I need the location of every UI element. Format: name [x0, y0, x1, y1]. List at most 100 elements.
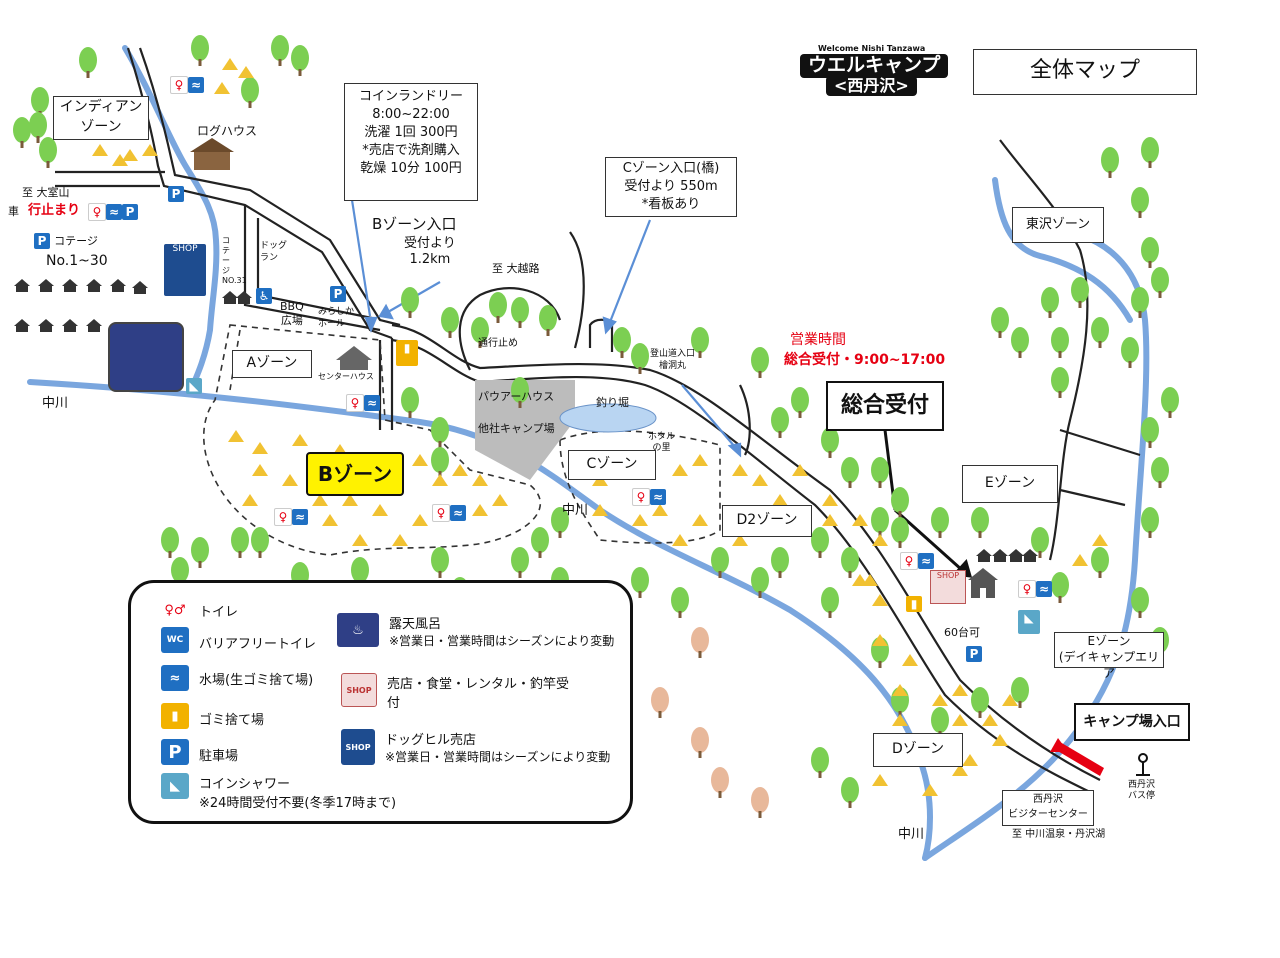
toilet-icon: ♀♂: [161, 597, 189, 623]
facility-barrier-free: ♿: [256, 288, 272, 305]
legend-shower: ◣ コインシャワー ※24時間受付不要(冬季17時まで): [161, 773, 396, 811]
tent-icon: [432, 474, 448, 486]
tent-icon: [112, 154, 128, 166]
cottage-icon: [976, 549, 992, 562]
parking-icon: P: [34, 233, 50, 249]
tent-icon: [652, 504, 668, 516]
tree-icon: [29, 112, 47, 143]
tent-icon: [952, 764, 968, 776]
tent-icon: [252, 464, 268, 476]
tree-icon: [13, 117, 31, 148]
water-icon: ≈: [188, 77, 204, 93]
tent-icon: [492, 494, 508, 506]
zone-e-day: Eゾーン (デイキャンプエリア: [1054, 632, 1164, 680]
center-house-label: センターハウス: [318, 372, 374, 381]
barrier-free-icon: ♿: [256, 288, 272, 304]
legend-parking: P 駐車場: [161, 739, 238, 765]
legend-dog-shop-text-group: ドッグヒル売店 ※営業日・営業時間はシーズンにより変動: [385, 729, 610, 765]
dog-run-label: ドッグ ラン: [260, 241, 288, 263]
toilet-icon: ♀: [432, 504, 450, 522]
legend-shop-text: 売店・食堂・レンタル・釣竿受 付: [387, 677, 570, 711]
tree-icon: [771, 407, 789, 438]
tree-icon: [631, 567, 649, 598]
facility-toilet-4: ♀≈: [274, 508, 308, 526]
tent-icon: [472, 474, 488, 486]
map-title: 全体マップ: [973, 49, 1197, 95]
tent-icon: [214, 82, 230, 94]
other-camp-area: [475, 380, 575, 480]
tent-icon: [862, 574, 878, 586]
tree-icon: [711, 547, 729, 578]
tent-icon: [732, 534, 748, 546]
cottage-icon: [132, 281, 148, 294]
center-house-icon: [336, 346, 372, 370]
nakagawa-label-1: 中川: [42, 396, 69, 411]
cottages: [14, 279, 1038, 562]
map-legend: ♀♂ トイレ WC バリアフリートイレ ≈ 水場(生ゴミ捨て場) ▮ ゴミ捨て場…: [128, 580, 633, 824]
tree-icon: [691, 627, 709, 658]
tree-icon: [871, 507, 889, 538]
tree-icon: [471, 317, 489, 348]
tent-icon: [672, 464, 688, 476]
toilet-icon: ♀: [88, 203, 106, 221]
tree-icon: [991, 307, 1009, 338]
cottage-icon: [992, 549, 1008, 562]
tree-icon: [251, 527, 269, 558]
legend-barrier-free: WC バリアフリートイレ: [161, 627, 316, 653]
tent-icon: [892, 684, 908, 696]
tree-icon: [1101, 147, 1119, 178]
tree-icon: [1141, 137, 1159, 168]
facility-parking-2: P: [330, 286, 346, 303]
tent-icon: [852, 514, 868, 526]
logo-small-text: Welcome Nishi Tanzawa: [818, 44, 926, 53]
legend-trash: ▮ ゴミ捨て場: [161, 703, 264, 729]
cottage-icon: [14, 319, 30, 332]
toilet-icon: ♀: [346, 394, 364, 412]
tent-icon: [982, 714, 998, 726]
tent-icon: [452, 464, 468, 476]
logo-sub: <西丹沢>: [826, 76, 917, 96]
shower-icon: ◣: [161, 773, 189, 799]
facility-toilet-5: ♀≈: [432, 504, 466, 522]
tent-icon: [822, 514, 838, 526]
tent-icon: [692, 454, 708, 466]
tree-icon: [39, 137, 57, 168]
tent-icon: [752, 474, 768, 486]
laundry-callout: コインランドリー 8:00~22:00 洗濯 1回 300円 *売店で洗剤購入 …: [344, 83, 478, 201]
tree-icon: [1131, 287, 1149, 318]
facility-toilet-1: ♀≈: [170, 76, 204, 94]
log-house-icon: [190, 138, 234, 170]
tent-icon: [312, 494, 328, 506]
legend-water: ≈ 水場(生ゴミ捨て場): [161, 665, 313, 691]
car-label: 車: [8, 205, 19, 218]
tent-icon: [228, 430, 244, 442]
facility-shower-2: ◣: [1018, 610, 1040, 634]
tree-icon: [691, 727, 709, 758]
legend-bath: ♨ 露天風呂 ※営業日・営業時間はシーズンにより変動: [337, 613, 614, 649]
tree-icon: [161, 527, 179, 558]
tree-icon: [511, 377, 529, 408]
tent-icon: [592, 504, 608, 516]
barrier-free-icon: WC: [161, 627, 189, 653]
cottage-icon: [86, 319, 102, 332]
to-onsen-label: 至 中川温泉・丹沢湖: [1012, 829, 1106, 840]
tree-icon: [613, 327, 631, 358]
legend-toilet-text: トイレ: [199, 605, 239, 620]
tent-icon: [122, 149, 138, 161]
tent-icon: [142, 144, 158, 156]
zone-d: Dゾーン: [873, 733, 963, 767]
cottage-icon: [38, 279, 54, 292]
tent-icon: [238, 66, 254, 78]
nakagawa-label-3: 中川: [898, 827, 925, 842]
zone-b: Bゾーン: [306, 452, 404, 496]
tree-icon: [511, 547, 529, 578]
to-omuro-label: 至 大室山: [22, 186, 70, 199]
tent-icon: [342, 494, 358, 506]
toilet-icon: ♀: [900, 552, 918, 570]
water-tap-icon: ≈: [161, 665, 189, 691]
tree-icon: [1011, 327, 1029, 358]
tent-icon: [872, 774, 888, 786]
tree-icon: [841, 457, 859, 488]
tree-icon: [401, 387, 419, 418]
